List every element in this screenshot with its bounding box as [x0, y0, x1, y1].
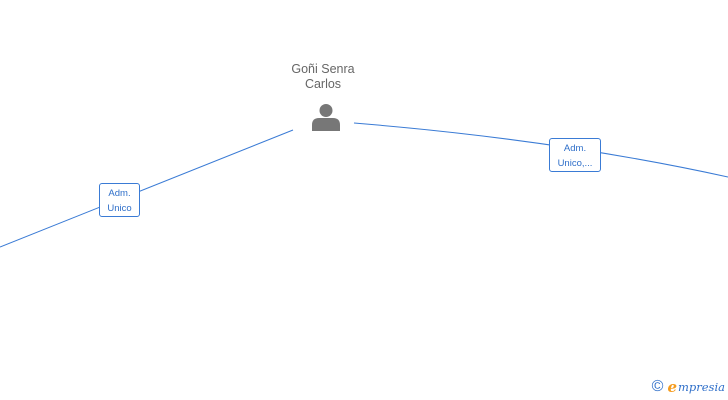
role-label-adm-unico[interactable]: Adm. Unico — [99, 183, 140, 217]
person-name[interactable]: Goñi Senra Carlos — [263, 62, 383, 92]
person-name-line2: Carlos — [304, 77, 342, 91]
brand-logo-text: mpresia — [677, 380, 725, 394]
role-label-adm-unico-more[interactable]: Adm. Unico,... — [549, 138, 601, 172]
role-label-line2: Unico,... — [557, 158, 593, 169]
role-label-line2: Unico — [107, 203, 132, 214]
brand-watermark: © e mpresia — [652, 378, 725, 396]
link-right — [353, 122, 728, 178]
person-name-line1: Goñi Senra — [291, 62, 355, 76]
role-label-line1: Adm. — [563, 143, 587, 154]
brand-logo-initial: e — [667, 378, 677, 396]
role-label-line1: Adm. — [108, 188, 131, 199]
link-left — [0, 129, 294, 248]
person-icon[interactable] — [311, 102, 341, 132]
copyright-icon: © — [651, 378, 664, 395]
